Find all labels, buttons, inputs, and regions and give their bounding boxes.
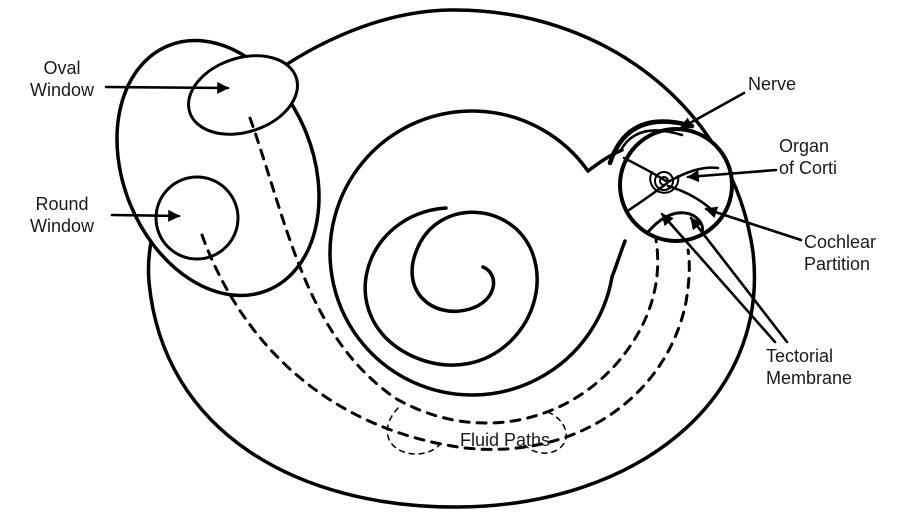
- round-window-shape: [154, 175, 240, 261]
- fluid-path-from-round-window: [200, 233, 691, 451]
- organ-of-corti-label: Organ of Corti: [779, 136, 838, 178]
- organ-of-corti-ring: [654, 171, 674, 191]
- oval-window-label: Oval Window: [29, 58, 95, 100]
- oval-window-arrow: [104, 81, 230, 94]
- fluid-path-turn-left: [386, 407, 441, 455]
- tectorial-membrane-arrow-right: [689, 216, 789, 344]
- nerve-arrow: [679, 91, 746, 130]
- fluid-paths-label: Fluid Paths: [460, 430, 551, 450]
- middle-turn-lower-connector: [610, 239, 627, 279]
- cochlear-partition-arrow: [704, 206, 803, 242]
- middle-turn-upper-connector: [586, 148, 624, 173]
- tectorial-membrane-arrow-left: [660, 212, 777, 344]
- nerve-shape: [607, 119, 695, 166]
- organ-of-corti-arrow: [686, 168, 778, 183]
- middle-turn: [328, 109, 614, 397]
- fluid-path-turn-right: [525, 411, 567, 454]
- organ-of-corti-shape: [659, 176, 669, 186]
- reissner-membrane: [622, 156, 668, 183]
- organ-of-corti-arc: [649, 171, 680, 194]
- apex-spiral: [363, 206, 539, 367]
- oval-window-shape: [187, 54, 299, 136]
- cochlear-partition-label: Cochlear Partition: [804, 232, 877, 274]
- round-window-arrow: [110, 209, 181, 222]
- tectorial-membrane-label: Tectorial Membrane: [766, 346, 853, 388]
- fluid-path-from-oval-window: [248, 116, 660, 425]
- nerve-label: Nerve: [748, 74, 797, 94]
- round-window-label: Round Window: [29, 194, 95, 236]
- nerve-shape-inner: [619, 129, 684, 152]
